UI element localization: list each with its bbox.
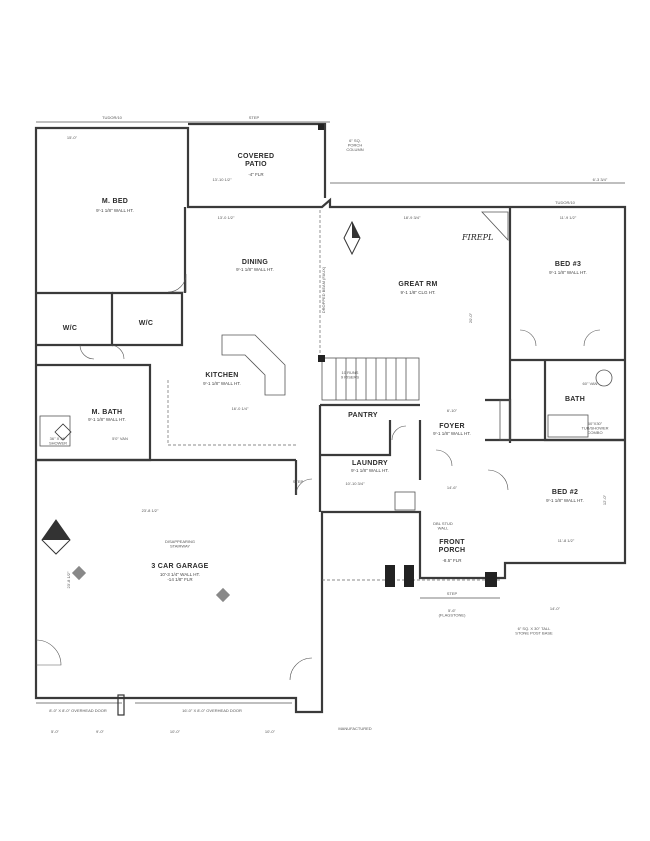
dim-bottom-left-1: 5'-0" xyxy=(51,729,60,734)
room-great-rm: GREAT RM xyxy=(398,281,437,288)
dim-patio-width: 13'-10 1/2" xyxy=(212,177,232,182)
room-covered-patio-sub: -4" FLR xyxy=(248,172,264,177)
room-bed3-sub: 9'-1 1/8" WALL HT. xyxy=(549,270,587,275)
room-great-rm-sub: 9'-1 1/8" CLG HT. xyxy=(401,290,436,295)
room-wic-1: W/C xyxy=(63,325,78,332)
room-foyer-sub: 9'-1 1/8" WALL HT. xyxy=(433,431,471,436)
room-foyer: FOYER xyxy=(439,423,465,430)
room-laundry: LAUNDRY xyxy=(352,460,388,467)
room-pantry: PANTRY xyxy=(348,412,378,419)
dim-great-height: 20'-0" xyxy=(468,312,473,323)
room-front-porch-sub: -8.5" FLR xyxy=(442,558,462,563)
note-van-mbath: 5'0" VAN xyxy=(112,436,128,441)
dim-top-right: TUDOR/10 xyxy=(555,200,576,205)
dim-dining-width: 13'-0 1/2" xyxy=(218,215,235,220)
dim-bottom-left-2: 9'-0" xyxy=(96,729,105,734)
dim-laundry-width: 10'-10 3/4" xyxy=(345,481,365,486)
note-step-top: STEP xyxy=(249,115,260,120)
top-dimension-line: TUDOR/10 15'-0" 13'-10 1/2" 13'-0 1/2" 1… xyxy=(36,115,625,220)
note-manufactured: MANUFACTURED xyxy=(338,726,371,731)
note-shower: 36" X 36"SHOWER xyxy=(49,436,67,446)
dim-bed2-height: 12'-0" xyxy=(602,494,607,505)
note-fireplace: FIREPL xyxy=(461,233,493,242)
overhead-door-1: 8'-0" X 8'-0" OVERHEAD DOOR xyxy=(49,708,107,713)
room-m-bed-sub: 9'-1 1/8" WALL HT. xyxy=(96,208,134,213)
fixtures xyxy=(39,369,613,511)
room-wic-2: W/C xyxy=(139,320,154,327)
diamond-markers xyxy=(41,220,361,603)
dim-porch-width: 14'-6" xyxy=(447,485,458,490)
note-van-bath: 60" VAN xyxy=(583,381,598,386)
exterior-walls xyxy=(34,122,627,714)
room-dining-sub: 9'-1 1/8" WALL HT. xyxy=(236,267,274,272)
dim-kitchen-width: 16'-0 1/4" xyxy=(232,406,249,411)
dim-bed3-width: 11'-9 1/2" xyxy=(560,215,577,220)
room-bed3: BED #3 xyxy=(555,261,581,268)
dim-great-width: 18'-9 3/4" xyxy=(404,215,421,220)
dim-top-center: TUDOR/10 xyxy=(102,115,123,120)
door-swings xyxy=(79,273,601,681)
porch-column-marker xyxy=(318,124,324,130)
dim-bed2-width: 11'-8 1/2" xyxy=(558,538,575,543)
dim-bottom-mid: 10'-0" xyxy=(170,729,181,734)
room-garage-sub: 10'-3 1/4" WALL HT.-14 1/8" FLR xyxy=(160,572,200,582)
dim-bottom-right: 10'-0" xyxy=(265,729,276,734)
flagstone-note: 5'-6"(FLAGSTONE) xyxy=(439,608,466,618)
dim-mbed-width: 15'-0" xyxy=(67,135,78,140)
room-kitchen-sub: 9'-1 1/8" WALL HT. xyxy=(203,381,241,386)
room-bed2: BED #2 xyxy=(552,489,578,496)
room-garage: 3 CAR GARAGE xyxy=(151,563,208,570)
room-dining: DINING xyxy=(242,259,269,266)
dim-garage-height: 23'-8 1/2" xyxy=(66,571,71,588)
note-dropped-beam: DROPPED BEAM (FAUX) xyxy=(321,266,326,313)
room-m-bath: M. BATH xyxy=(92,409,123,416)
garage-doors: 8'-0" X 8'-0" OVERHEAD DOOR 16'-0" X 8'-… xyxy=(36,694,292,716)
dim-foyer-width: 6'-10" xyxy=(447,408,458,413)
plan-dimensions: 23'-8 1/2" 23'-8 1/2" 16'-0 1/4" 20'-0" … xyxy=(51,312,607,734)
room-m-bath-sub: 9'-1 1/8" WALL HT. xyxy=(88,417,126,422)
dim-right-total: 6'-3 3/4" xyxy=(593,177,608,182)
interior-walls xyxy=(36,207,625,512)
room-bed2-sub: 9'-1 1/8" WALL HT. xyxy=(546,498,584,503)
fireplace xyxy=(481,211,509,242)
dim-right-bottom: 14'-0" xyxy=(550,606,561,611)
porch-step: STEP xyxy=(447,591,458,596)
overhead-door-2: 16'-0" X 8'-0" OVERHEAD DOOR xyxy=(182,708,242,713)
kitchen-island xyxy=(167,334,296,446)
dim-garage-width: 23'-8 1/2" xyxy=(142,508,159,513)
room-kitchen: KITCHEN xyxy=(205,372,238,379)
note-step-garage: STEP xyxy=(293,479,304,484)
room-laundry-sub: 9'-1 1/8" WALL HT. xyxy=(351,468,389,473)
room-bath: BATH xyxy=(565,396,585,403)
room-m-bed: M. BED xyxy=(102,198,128,205)
garage-side-door xyxy=(35,639,62,666)
